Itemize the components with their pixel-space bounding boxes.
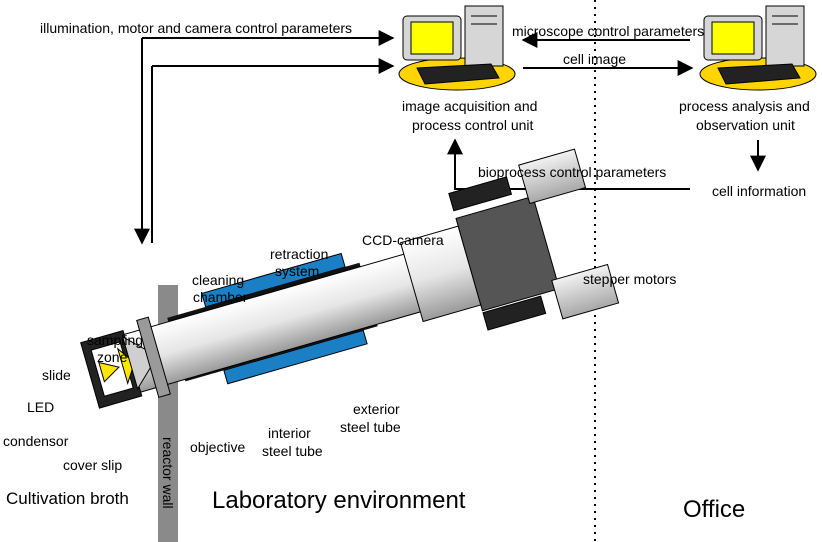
label-cell-image: cell image: [563, 51, 626, 67]
label-condensor: condensor: [3, 433, 69, 449]
label-sampling-2: zone: [97, 349, 128, 365]
label-iapc-1: image acquisition and: [402, 98, 537, 114]
label-interior-2: steel tube: [262, 443, 323, 459]
label-laboratory-environment: Laboratory environment: [212, 487, 466, 514]
label-interior-1: interior: [268, 425, 311, 441]
label-microscope: microscope control parameters: [512, 23, 704, 39]
label-sampling-1: sampling: [87, 332, 143, 348]
label-bioprocess: bioprocess control parameters: [478, 164, 666, 180]
arrow-bioprocess: [447, 138, 690, 190]
label-cell-information: cell information: [712, 183, 806, 199]
label-led: LED: [27, 399, 54, 415]
label-paou-1: process analysis and: [679, 98, 810, 114]
label-cleaning-2: chamber: [193, 289, 248, 305]
label-retraction-2: system: [275, 263, 319, 279]
label-illumination: illumination, motor and camera control p…: [40, 20, 352, 36]
label-cover-slip: cover slip: [63, 457, 122, 473]
label-paou-2: observation unit: [696, 117, 795, 133]
label-exterior-2: steel tube: [340, 419, 401, 435]
label-reactor-wall: reactor wall: [160, 437, 176, 509]
label-cleaning-1: cleaning: [192, 272, 244, 288]
label-ccd-camera: CCD-camera: [362, 232, 444, 248]
computer-icon: [398, 5, 516, 91]
label-exterior-1: exterior: [353, 401, 400, 417]
probe-assembly: [80, 148, 620, 409]
label-iapc-2: process control unit: [412, 117, 534, 133]
label-retraction-1: retraction: [270, 246, 328, 262]
label-cultivation-broth: Cultivation broth: [6, 489, 129, 508]
label-objective: objective: [190, 439, 245, 455]
computer-icon: [699, 5, 817, 91]
label-office: Office: [683, 496, 745, 523]
label-slide: slide: [42, 367, 71, 383]
label-stepper-motors: stepper motors: [583, 271, 676, 287]
